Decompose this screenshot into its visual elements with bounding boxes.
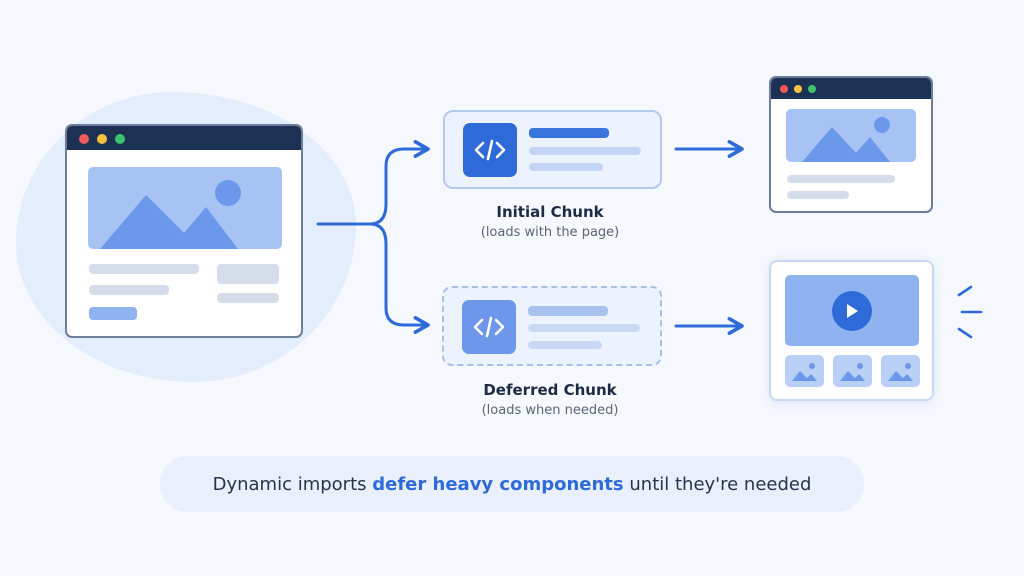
video-player [785, 275, 919, 346]
text-line [89, 285, 169, 295]
minimize-dot-icon [97, 134, 107, 144]
initial-code-tile [463, 123, 517, 177]
close-dot-icon [780, 85, 788, 93]
arrow-right-icon [674, 140, 744, 335]
play-icon [847, 304, 858, 318]
text-line [787, 175, 895, 183]
mountain-image-icon [100, 180, 241, 249]
action-button [89, 307, 137, 320]
caption: Dynamic imports defer heavy components u… [160, 456, 864, 512]
thumbnail [785, 355, 824, 387]
hero-image [88, 167, 282, 249]
mountain-image-icon [802, 117, 890, 162]
deferred-chunk-title: Deferred Chunk [483, 381, 617, 399]
thumbnail [833, 355, 872, 387]
text-line [787, 191, 849, 199]
chunk-line [528, 306, 608, 316]
play-button [832, 291, 872, 331]
initial-chunk-subtitle: (loads with the page) [480, 225, 620, 240]
chunk-line [529, 128, 609, 138]
caption-after: until they're needed [629, 473, 812, 495]
branch-arrow [316, 140, 430, 334]
text-line [89, 264, 199, 274]
hero-image [786, 109, 916, 162]
caption-text: Dynamic imports defer heavy components u… [213, 474, 812, 495]
chunk-line [529, 147, 641, 155]
chunk-line [529, 163, 603, 171]
window-titlebar [67, 126, 301, 150]
mountain-image-icon [888, 363, 913, 381]
deferred-code-tile [462, 300, 516, 354]
chunk-line [528, 341, 602, 349]
deferred-chunk-card [442, 286, 662, 366]
mountain-image-icon [792, 363, 817, 381]
maximize-dot-icon [115, 134, 125, 144]
side-line [217, 293, 279, 303]
loaded-page-window [769, 76, 933, 213]
initial-chunk-title: Initial Chunk [496, 203, 604, 221]
caption-before: Dynamic imports [212, 473, 367, 495]
thumbnail [881, 355, 920, 387]
source-page-window [65, 124, 303, 338]
caption-highlight: defer heavy components [372, 473, 624, 495]
mountain-image-icon [840, 363, 865, 381]
code-brackets-icon [473, 316, 505, 338]
chunk-line [528, 324, 640, 332]
minimize-dot-icon [794, 85, 802, 93]
initial-chunk-card [443, 110, 662, 189]
side-block [217, 264, 279, 284]
maximize-dot-icon [808, 85, 816, 93]
window-titlebar [771, 78, 931, 99]
deferred-chunk-subtitle: (loads when needed) [481, 403, 619, 418]
deferred-media-card [769, 260, 934, 401]
code-brackets-icon [474, 139, 506, 161]
close-dot-icon [79, 134, 89, 144]
